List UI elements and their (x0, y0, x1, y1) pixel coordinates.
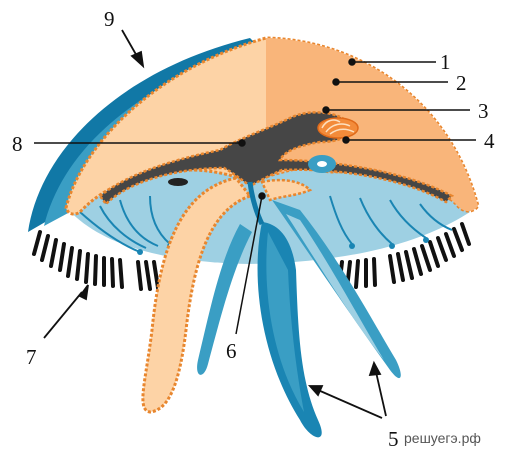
label-1: 1 (440, 50, 451, 74)
right-organ (308, 155, 336, 173)
label-7: 7 (26, 345, 37, 369)
label-4: 4 (484, 129, 495, 153)
label-9: 9 (104, 7, 115, 31)
watermark: решуегэ.рф (404, 430, 481, 446)
gonad (318, 118, 358, 138)
label-3: 3 (478, 99, 489, 123)
label-5: 5 (388, 427, 399, 451)
left-organ (168, 178, 188, 186)
label-6: 6 (226, 339, 237, 363)
label-2: 2 (456, 71, 467, 95)
label-8: 8 (12, 132, 23, 156)
